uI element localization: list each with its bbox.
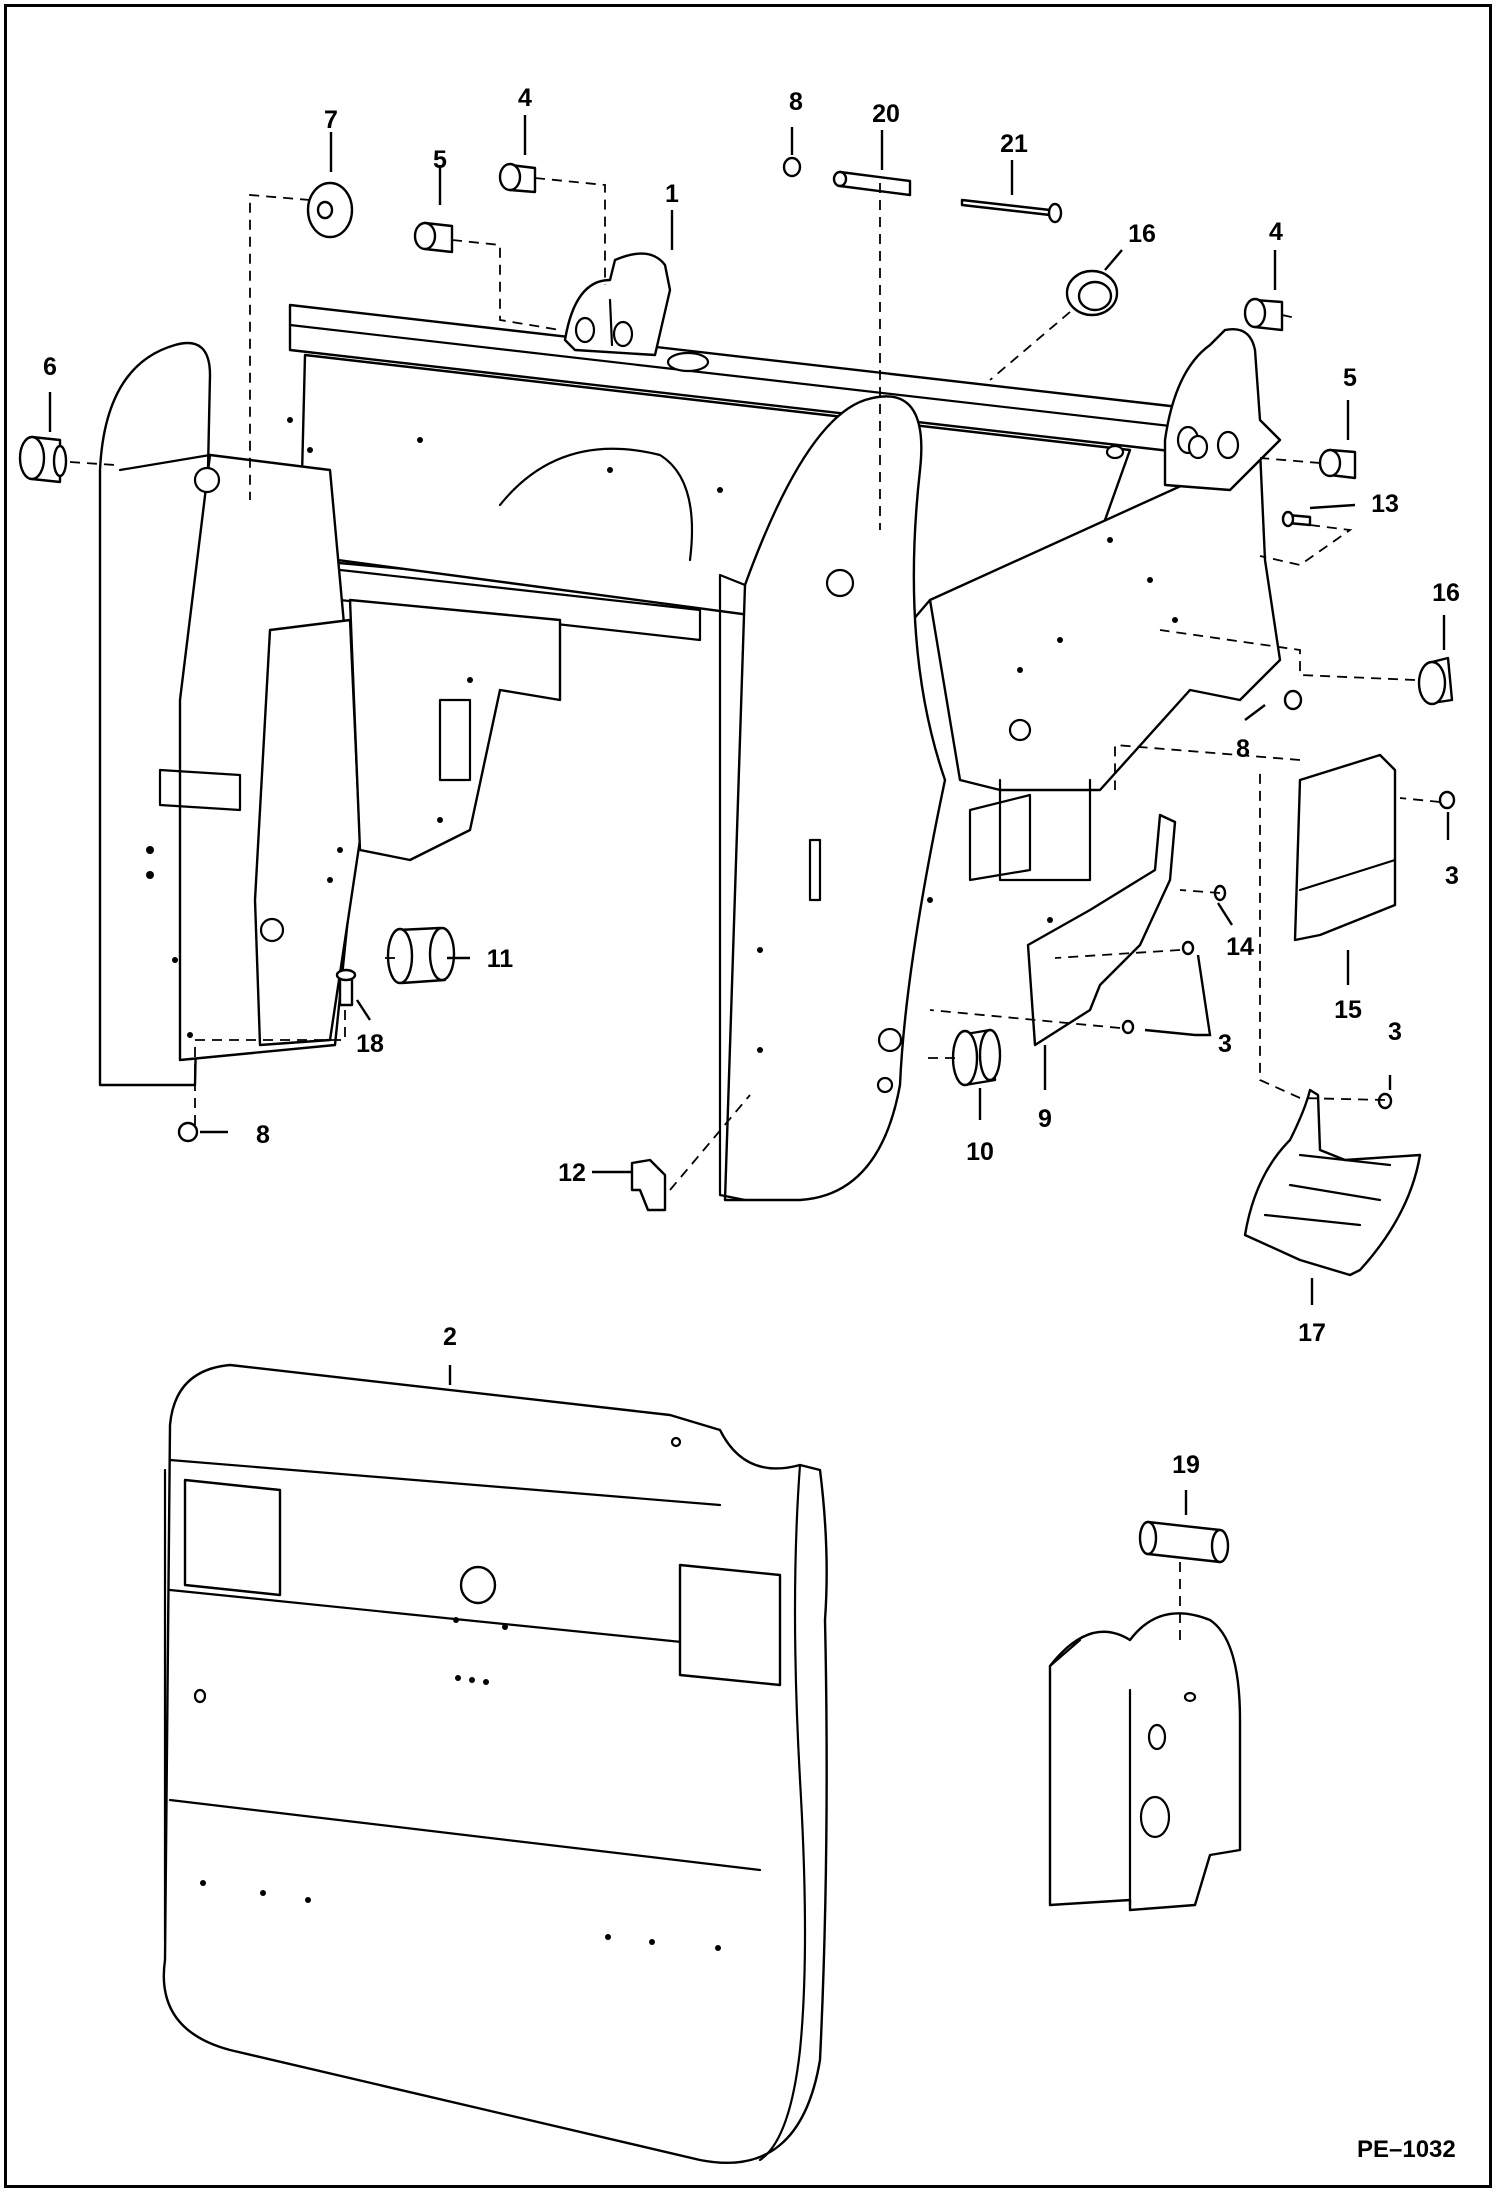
part-20-pin: [832, 170, 912, 197]
drawing-code: PE–1032: [1357, 2136, 1456, 2163]
part-15-plate: [1293, 753, 1397, 942]
part-4-bushing-left: [498, 162, 537, 194]
part-9-plate: [1026, 813, 1177, 1047]
callout-3-b: 3: [1218, 1030, 1232, 1058]
callout-6: 7: [324, 106, 338, 134]
part-21-bolt: [960, 198, 1063, 224]
callout-5-right: 5: [1343, 364, 1357, 392]
callout-4-right: 4: [1269, 218, 1283, 246]
part-10-mount: [951, 1028, 1002, 1087]
callout-12: 12: [558, 1159, 586, 1187]
part-5-bushing-left: [413, 221, 454, 254]
callout-20: 20: [872, 100, 900, 128]
callout-11: 11: [487, 945, 514, 973]
callout-8-right: 8: [1236, 735, 1250, 763]
callout-labels: 7 4 5 1 8 20 21 16 4 5 6 13 16 8 3 14 15…: [43, 84, 1460, 2163]
part-8-nut-right: [1283, 689, 1303, 711]
part-8-nut-bottom: [177, 1121, 199, 1143]
part-19-pin: [1138, 1520, 1230, 1564]
part-12-bracket: [630, 1158, 667, 1212]
main-frame-assembly: [98, 252, 1282, 1202]
part-18-bolt: [335, 968, 357, 1007]
callout-5: 5: [433, 146, 447, 174]
part-8-nut-top: [782, 156, 802, 178]
callout-10: 10: [966, 1138, 994, 1166]
callout-3-c: 3: [1388, 1018, 1402, 1046]
part-3-screw-b: [1121, 940, 1195, 1035]
part-2-cab-panel: [162, 1363, 828, 2165]
callout-17: 17: [1298, 1319, 1326, 1347]
callout-7: 6: [43, 353, 57, 381]
part-7-bushing: [18, 435, 68, 484]
callout-15: 15: [1334, 996, 1362, 1024]
part-3-screw-a: [1438, 790, 1456, 810]
callout-8-bottom: 8: [256, 1121, 270, 1149]
part-3-screw-c: [1377, 1092, 1393, 1110]
callout-8: 8: [789, 88, 803, 116]
callout-1: 1: [665, 180, 679, 208]
part-4-bushing-right: [1243, 297, 1284, 332]
callout-9: 9: [1038, 1105, 1052, 1133]
part-6-washer: [306, 181, 354, 239]
callout-13: 13: [1371, 490, 1399, 518]
callout-14: 14: [1226, 933, 1254, 961]
part-16-ring-right: [1417, 656, 1454, 706]
alignment-lines: [69, 177, 1441, 1640]
callout-16: 16: [1128, 220, 1156, 248]
callout-18: 18: [356, 1030, 384, 1058]
part-16-ring-top: [1065, 269, 1119, 317]
part-13-bolt: [1281, 510, 1312, 528]
callout-2: 2: [443, 1323, 457, 1351]
part-5-bushing-right: [1318, 448, 1357, 480]
part-11-mount: [386, 926, 456, 985]
callout-21: 21: [1000, 130, 1028, 158]
callout-16-right: 16: [1432, 579, 1460, 607]
part-17-guard: [1243, 1088, 1422, 1277]
leader-lines: [48, 115, 1450, 1515]
callout-4: 4: [518, 84, 532, 112]
callout-3-a: 3: [1445, 862, 1459, 890]
callout-19: 19: [1172, 1451, 1200, 1479]
part-19-mount-tower: [1048, 1612, 1242, 1912]
